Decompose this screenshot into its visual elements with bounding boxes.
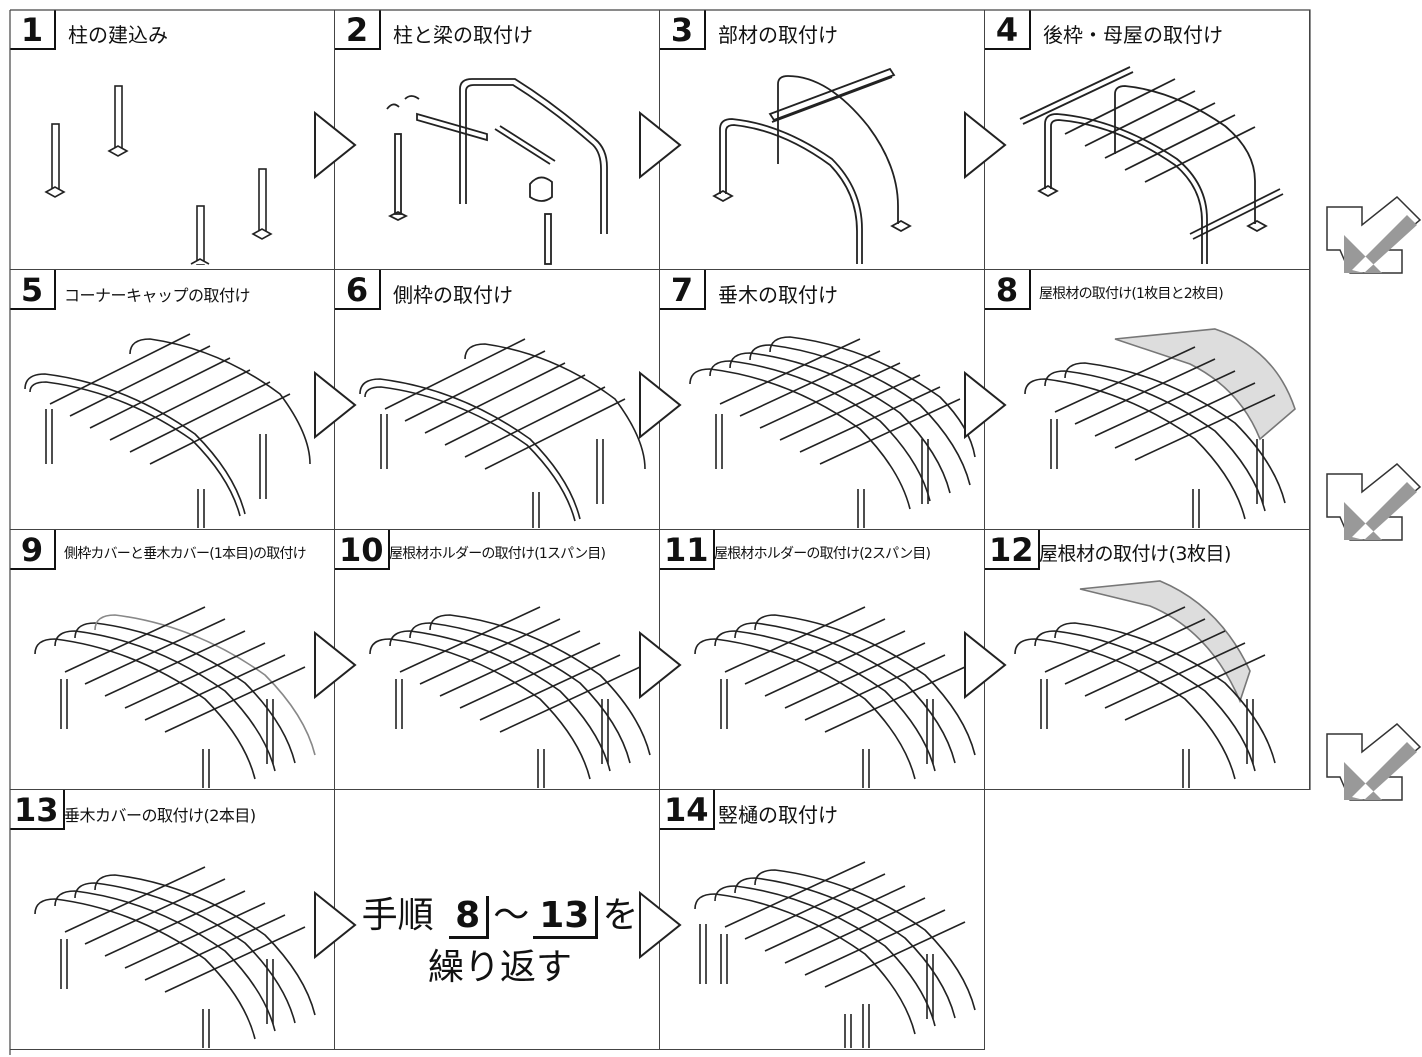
step-1: 1 柱の建込み [10, 10, 335, 270]
panel-holder-span-1-illustration [369, 606, 651, 788]
step-number: 5 [10, 270, 56, 310]
next-step-arrow-icon [314, 890, 357, 960]
step-title: 後枠・母屋の取付け [1043, 23, 1223, 47]
repeat-to-step: 13 [533, 896, 599, 939]
step-title: 側枠カバーと垂木カバー(1本目)の取付け [64, 546, 307, 562]
side-frame-illustration [359, 338, 646, 528]
next-step-arrow-icon [964, 370, 1007, 440]
step-number: 14 [660, 790, 715, 830]
next-step-arrow-icon [314, 110, 357, 180]
step-title: 側枠の取付け [393, 283, 513, 307]
rear-frame-purlins-illustration [1019, 66, 1284, 264]
next-step-arrow-icon [964, 630, 1007, 700]
step-13: 13 垂木カバーの取付け(2本目) [10, 790, 335, 1050]
step-title: 柱と梁の取付け [393, 23, 533, 47]
repeat-from-step: 8 [449, 896, 490, 939]
step-title: 垂木の取付け [718, 283, 838, 307]
step-number: 4 [985, 10, 1031, 50]
repeat-prefix: 手順 [361, 895, 434, 936]
next-step-arrow-icon [964, 110, 1007, 180]
next-row-arrow-icon [1326, 462, 1422, 541]
step-title: 垂木カバーの取付け(2本目) [64, 806, 256, 825]
step-number: 9 [10, 530, 56, 570]
rafters-illustration [689, 336, 976, 528]
step-number: 3 [660, 10, 706, 50]
step-number: 11 [660, 530, 715, 570]
corner-cap-illustration [24, 333, 311, 528]
post-and-beam-illustration [386, 78, 608, 265]
step-number: 6 [335, 270, 381, 310]
step-14: 14 竪樋の取付け [660, 790, 985, 1050]
step-title: 屋根材の取付け(1枚目と2枚目) [1039, 286, 1224, 302]
step-title: 屋根材ホルダーの取付け(1スパン目) [389, 546, 606, 562]
next-step-arrow-icon [639, 370, 682, 440]
step-10: 10 屋根材ホルダーの取付け(1スパン目) [335, 530, 660, 790]
next-step-arrow-icon [314, 630, 357, 700]
step-number: 2 [335, 10, 381, 50]
next-row-arrow-icon [1326, 722, 1422, 801]
step-12: 12 屋根材の取付け(3枚目) [985, 530, 1310, 790]
step-title: 屋根材の取付け(3枚目) [1039, 543, 1231, 565]
step-8: 8 屋根材の取付け(1枚目と2枚目) [985, 270, 1310, 530]
next-row-arrow-icon [1326, 195, 1422, 274]
next-step-arrow-icon [639, 890, 682, 960]
next-step-arrow-icon [314, 370, 357, 440]
step-number: 13 [10, 790, 65, 830]
step-number: 1 [10, 10, 56, 50]
panel-holder-span-2-illustration [694, 606, 976, 788]
step-title: 部材の取付け [718, 23, 838, 47]
repeat-line2: 繰り返す [427, 947, 572, 988]
members-illustration [712, 67, 912, 264]
step-9: 9 側枠カバーと垂木カバー(1本目)の取付け [10, 530, 335, 790]
rafter-cover-2-illustration [34, 866, 316, 1048]
repeat-tilde: 〜 [493, 895, 530, 936]
posts-illustration [44, 85, 273, 265]
step-number: 12 [985, 530, 1040, 570]
step-number: 7 [660, 270, 706, 310]
step-title: コーナーキャップの取付け [64, 286, 251, 305]
step-title: 屋根材ホルダーの取付け(2スパン目) [714, 546, 931, 562]
next-step-arrow-icon [639, 630, 682, 700]
roof-panel-3-illustration [1014, 580, 1276, 788]
downspout-illustration [694, 861, 976, 1048]
side-cover-illustration [34, 606, 316, 788]
repeat-suffix: を [602, 895, 639, 936]
step-number: 10 [335, 530, 390, 570]
step-3: 3 部材の取付け [660, 10, 985, 270]
step-4: 4 後枠・母屋の取付け [985, 10, 1310, 270]
step-title: 柱の建込み [68, 23, 168, 47]
step-number: 8 [985, 270, 1031, 310]
next-step-arrow-icon [639, 110, 682, 180]
roof-panels-1-2-illustration [1024, 328, 1296, 528]
step-title: 竪樋の取付け [718, 803, 838, 827]
